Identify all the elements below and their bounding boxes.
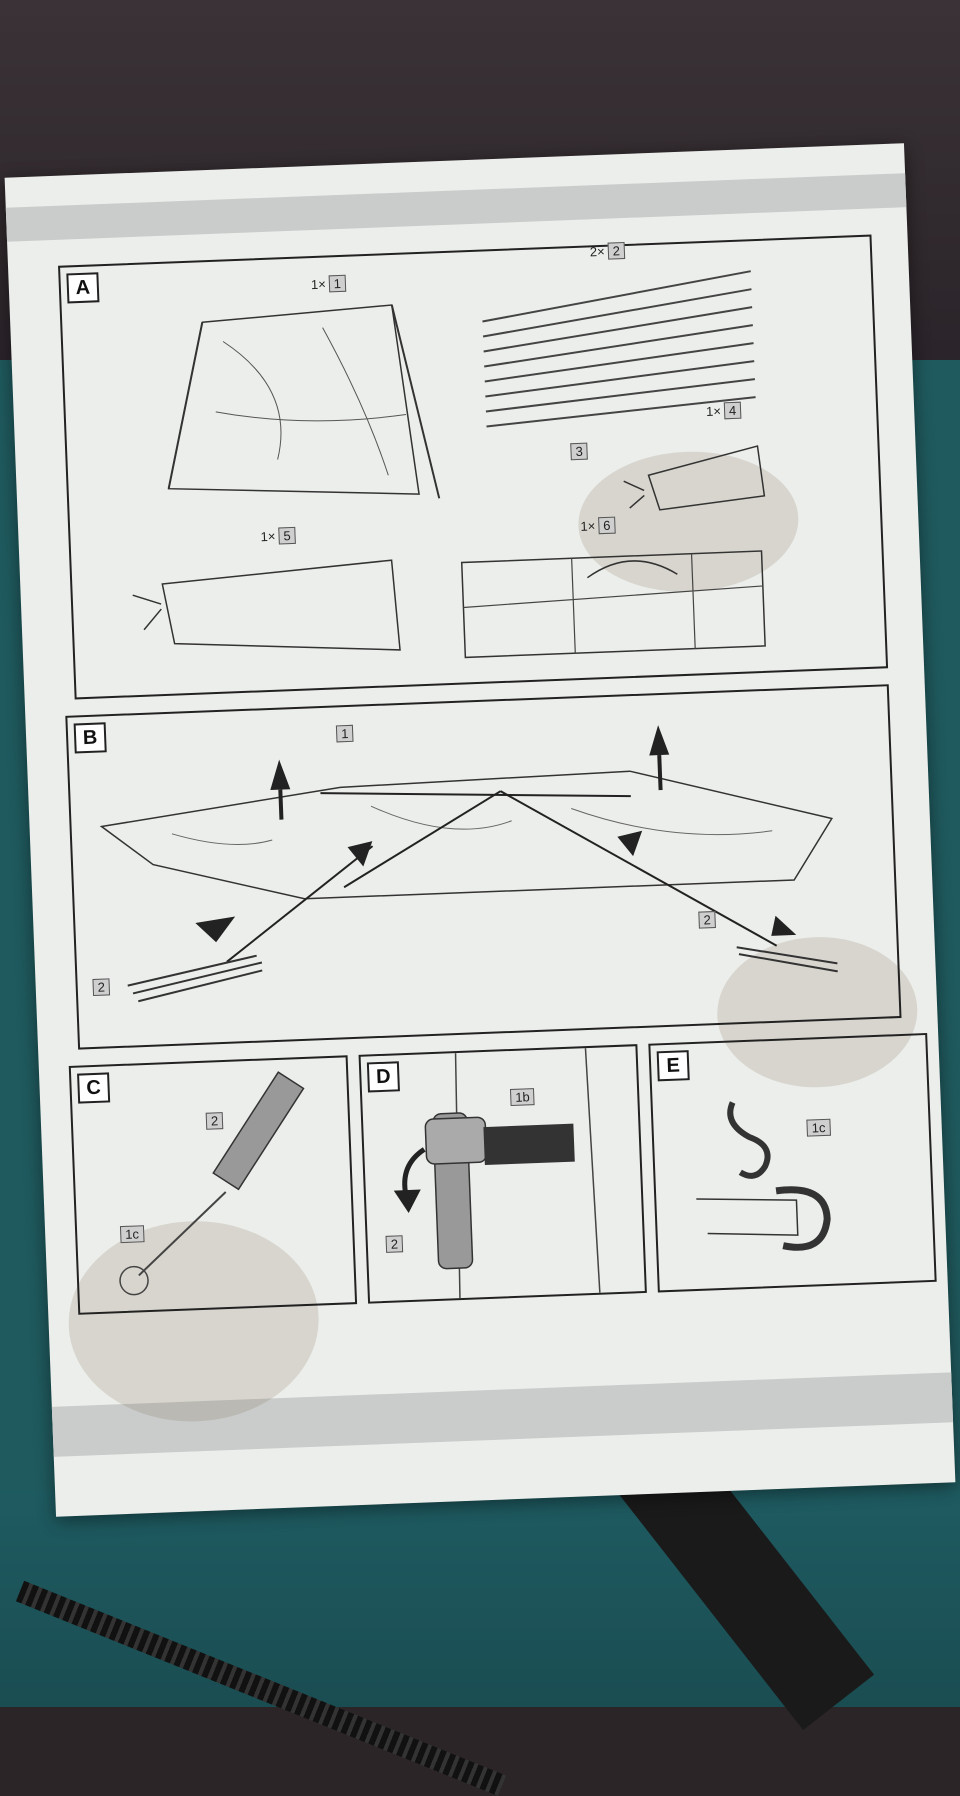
polebag-qty: 1× [260, 528, 276, 545]
poles-number: 2 [607, 242, 626, 260]
panel-d-illustration [393, 1048, 601, 1299]
pegs-part-label: 3 [567, 442, 589, 461]
carrybag-number: 6 [597, 516, 616, 535]
c-ring-number: 1c [119, 1225, 145, 1244]
pegbag-part-label: 1×4 [705, 401, 742, 420]
b-pole-right-callout: 2 [695, 911, 717, 929]
carrybag-qty: 1× [580, 518, 596, 534]
panel-a-illustration [132, 270, 766, 659]
e-hook-number: 1c [806, 1118, 831, 1137]
pegbag-qty: 1× [705, 403, 722, 420]
c-pole-number: 2 [205, 1112, 224, 1130]
panel-b-illustration [99, 725, 838, 1003]
panel-c: C 2 1c [68, 1055, 358, 1315]
polebag-part-label: 1×5 [260, 526, 296, 545]
b-tent-callout: 1 [333, 724, 354, 743]
sheet-top-strip [5, 173, 907, 242]
pegbag-number: 4 [723, 401, 742, 420]
panel-c-illustration [119, 1071, 305, 1296]
c-ring-callout: 1c [117, 1225, 145, 1244]
d-strap-callout: 1b [507, 1088, 536, 1107]
pegs-number: 3 [570, 442, 589, 461]
polebag-number: 5 [278, 526, 296, 545]
d-pole-number: 2 [385, 1235, 404, 1253]
panel-e-illustration [696, 1101, 831, 1251]
b-pole-left-number: 2 [92, 978, 111, 996]
panel-b: B 1 2 2 [65, 684, 902, 1050]
poles-part-label: 2×2 [590, 242, 626, 260]
tent-part-label: 1×1 [310, 274, 347, 293]
tent-number: 1 [328, 274, 347, 293]
instruction-sheet: A 1×1 2×2 3 1×4 1 [4, 143, 956, 1517]
poles-qty: 2× [589, 243, 605, 260]
panel-a: A 1×1 2×2 3 1×4 1 [58, 234, 889, 700]
d-strap-number: 1b [509, 1088, 536, 1107]
panel-e: E 1c [648, 1032, 937, 1293]
c-pole-callout: 2 [203, 1112, 224, 1130]
b-pole-right-number: 2 [698, 911, 717, 929]
e-hook-callout: 1c [803, 1118, 831, 1137]
carrybag-part-label: 1×6 [580, 516, 616, 535]
d-pole-callout: 2 [383, 1235, 404, 1253]
b-pole-left-callout: 2 [89, 978, 111, 996]
tent-qty: 1× [310, 276, 327, 293]
b-tent-number: 1 [335, 724, 354, 743]
panel-d: D 1b 2 [358, 1044, 647, 1304]
